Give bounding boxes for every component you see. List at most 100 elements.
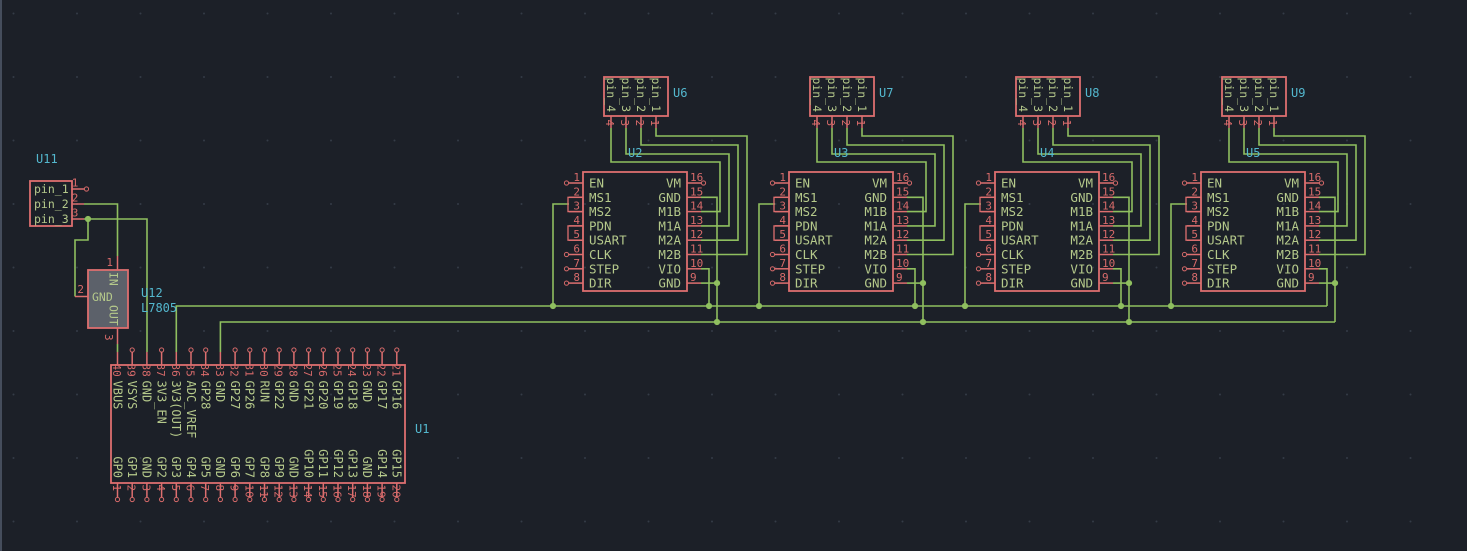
wire[interactable] — [907, 267, 916, 306]
wire[interactable] — [655, 128, 748, 256]
wire[interactable] — [861, 128, 954, 256]
u8-body[interactable] — [1015, 76, 1081, 117]
no-connect-marker — [379, 496, 385, 503]
component-u1[interactable]: U140VBUS39VSYS38GND373V3_EN363V3(OUT)35A… — [110, 352, 429, 498]
wire[interactable] — [552, 203, 569, 306]
grid-dot — [1409, 266, 1412, 269]
wire[interactable] — [1037, 128, 1142, 227]
pin-name-label: GP18 — [346, 381, 360, 410]
pin-name-label: VIO — [658, 261, 681, 276]
pin-number-label: 2 — [1191, 185, 1198, 198]
grid-dot — [584, 76, 586, 78]
grid-dot — [1346, 393, 1348, 396]
wire[interactable] — [1067, 128, 1160, 256]
wire[interactable] — [610, 128, 721, 213]
pin-number-label: 4 — [1191, 214, 1198, 227]
wire[interactable] — [640, 128, 739, 241]
pin-name-label: pin_1 — [1061, 77, 1075, 112]
wire[interactable] — [1113, 267, 1122, 306]
wires[interactable] — [74, 128, 1366, 352]
u6-body[interactable] — [603, 76, 669, 117]
wire[interactable] — [816, 128, 927, 213]
grid-dot — [1409, 393, 1412, 396]
pin-name-label: VIO — [1276, 261, 1299, 276]
pin-name-label: GP16 — [390, 381, 404, 410]
wire[interactable] — [1319, 267, 1328, 306]
u7-body[interactable] — [809, 76, 875, 117]
wire[interactable] — [1243, 128, 1348, 227]
pin-number-label: 21 — [389, 364, 402, 377]
reference-label: U1 — [415, 422, 429, 436]
grid-dot — [520, 12, 523, 15]
pin-name-label: M1A — [1070, 218, 1093, 233]
pin-name-label: MS2 — [1207, 204, 1230, 219]
grid-dot — [330, 12, 332, 15]
pin-name-label: GND — [1070, 190, 1093, 205]
grid-dot — [1346, 457, 1348, 459]
wire[interactable] — [1052, 128, 1151, 241]
wire[interactable] — [1273, 128, 1366, 256]
pin-name-label: MS2 — [1001, 204, 1024, 219]
wire[interactable] — [701, 267, 710, 306]
grid-dot — [647, 203, 650, 205]
grid-dot — [1346, 266, 1348, 269]
grid-dot — [901, 12, 904, 15]
grid-dot — [901, 520, 904, 523]
no-connect-marker — [1181, 266, 1188, 272]
wire[interactable] — [219, 321, 1335, 352]
grid-dot — [647, 457, 650, 459]
grid-dot — [139, 520, 142, 523]
pin-number-label: 10 — [896, 257, 909, 270]
wire[interactable] — [964, 203, 981, 306]
wire[interactable] — [1022, 128, 1133, 213]
pin-name-label: GP13 — [346, 449, 360, 478]
u9-body[interactable] — [1221, 76, 1287, 117]
junctions — [84, 215, 1339, 326]
wire[interactable] — [758, 203, 775, 306]
grid-dot — [203, 12, 205, 15]
pin-number-label: 32 — [228, 364, 241, 377]
pin-number-label: 9 — [228, 485, 241, 492]
grid-dot — [457, 139, 459, 142]
pin-name-label: GP19 — [331, 381, 345, 410]
grid-dot — [647, 520, 650, 523]
pin-number-label: 1 — [985, 171, 992, 184]
wire[interactable] — [175, 305, 1327, 352]
grid-dot — [965, 457, 967, 459]
wire[interactable] — [1258, 128, 1357, 241]
wire[interactable] — [831, 128, 936, 227]
wire[interactable] — [625, 128, 730, 227]
pin-name-label: M1B — [1070, 204, 1093, 219]
no-connect-marker — [173, 496, 179, 503]
grid-dot — [901, 203, 904, 205]
wire[interactable] — [74, 219, 89, 297]
u12-body[interactable] — [87, 269, 129, 329]
wire[interactable] — [1228, 128, 1339, 213]
wire[interactable] — [84, 218, 148, 352]
pin-number-label: 2 — [779, 185, 786, 198]
no-connect-marker — [769, 280, 776, 286]
junction-dot — [1117, 302, 1125, 310]
wire[interactable] — [1170, 203, 1187, 306]
pin-name-label: pin_3 — [619, 77, 633, 112]
pin-number-label: 3 — [573, 200, 580, 213]
pin-number-label: 7 — [985, 257, 992, 270]
pin-number-label: 3 — [779, 200, 786, 213]
pin-number-label: 8 — [779, 271, 786, 284]
grid-dot — [774, 76, 777, 78]
wire[interactable] — [846, 128, 945, 241]
wire[interactable] — [84, 203, 119, 256]
u1-body[interactable] — [110, 364, 406, 484]
pin-name-label: M1B — [658, 204, 681, 219]
